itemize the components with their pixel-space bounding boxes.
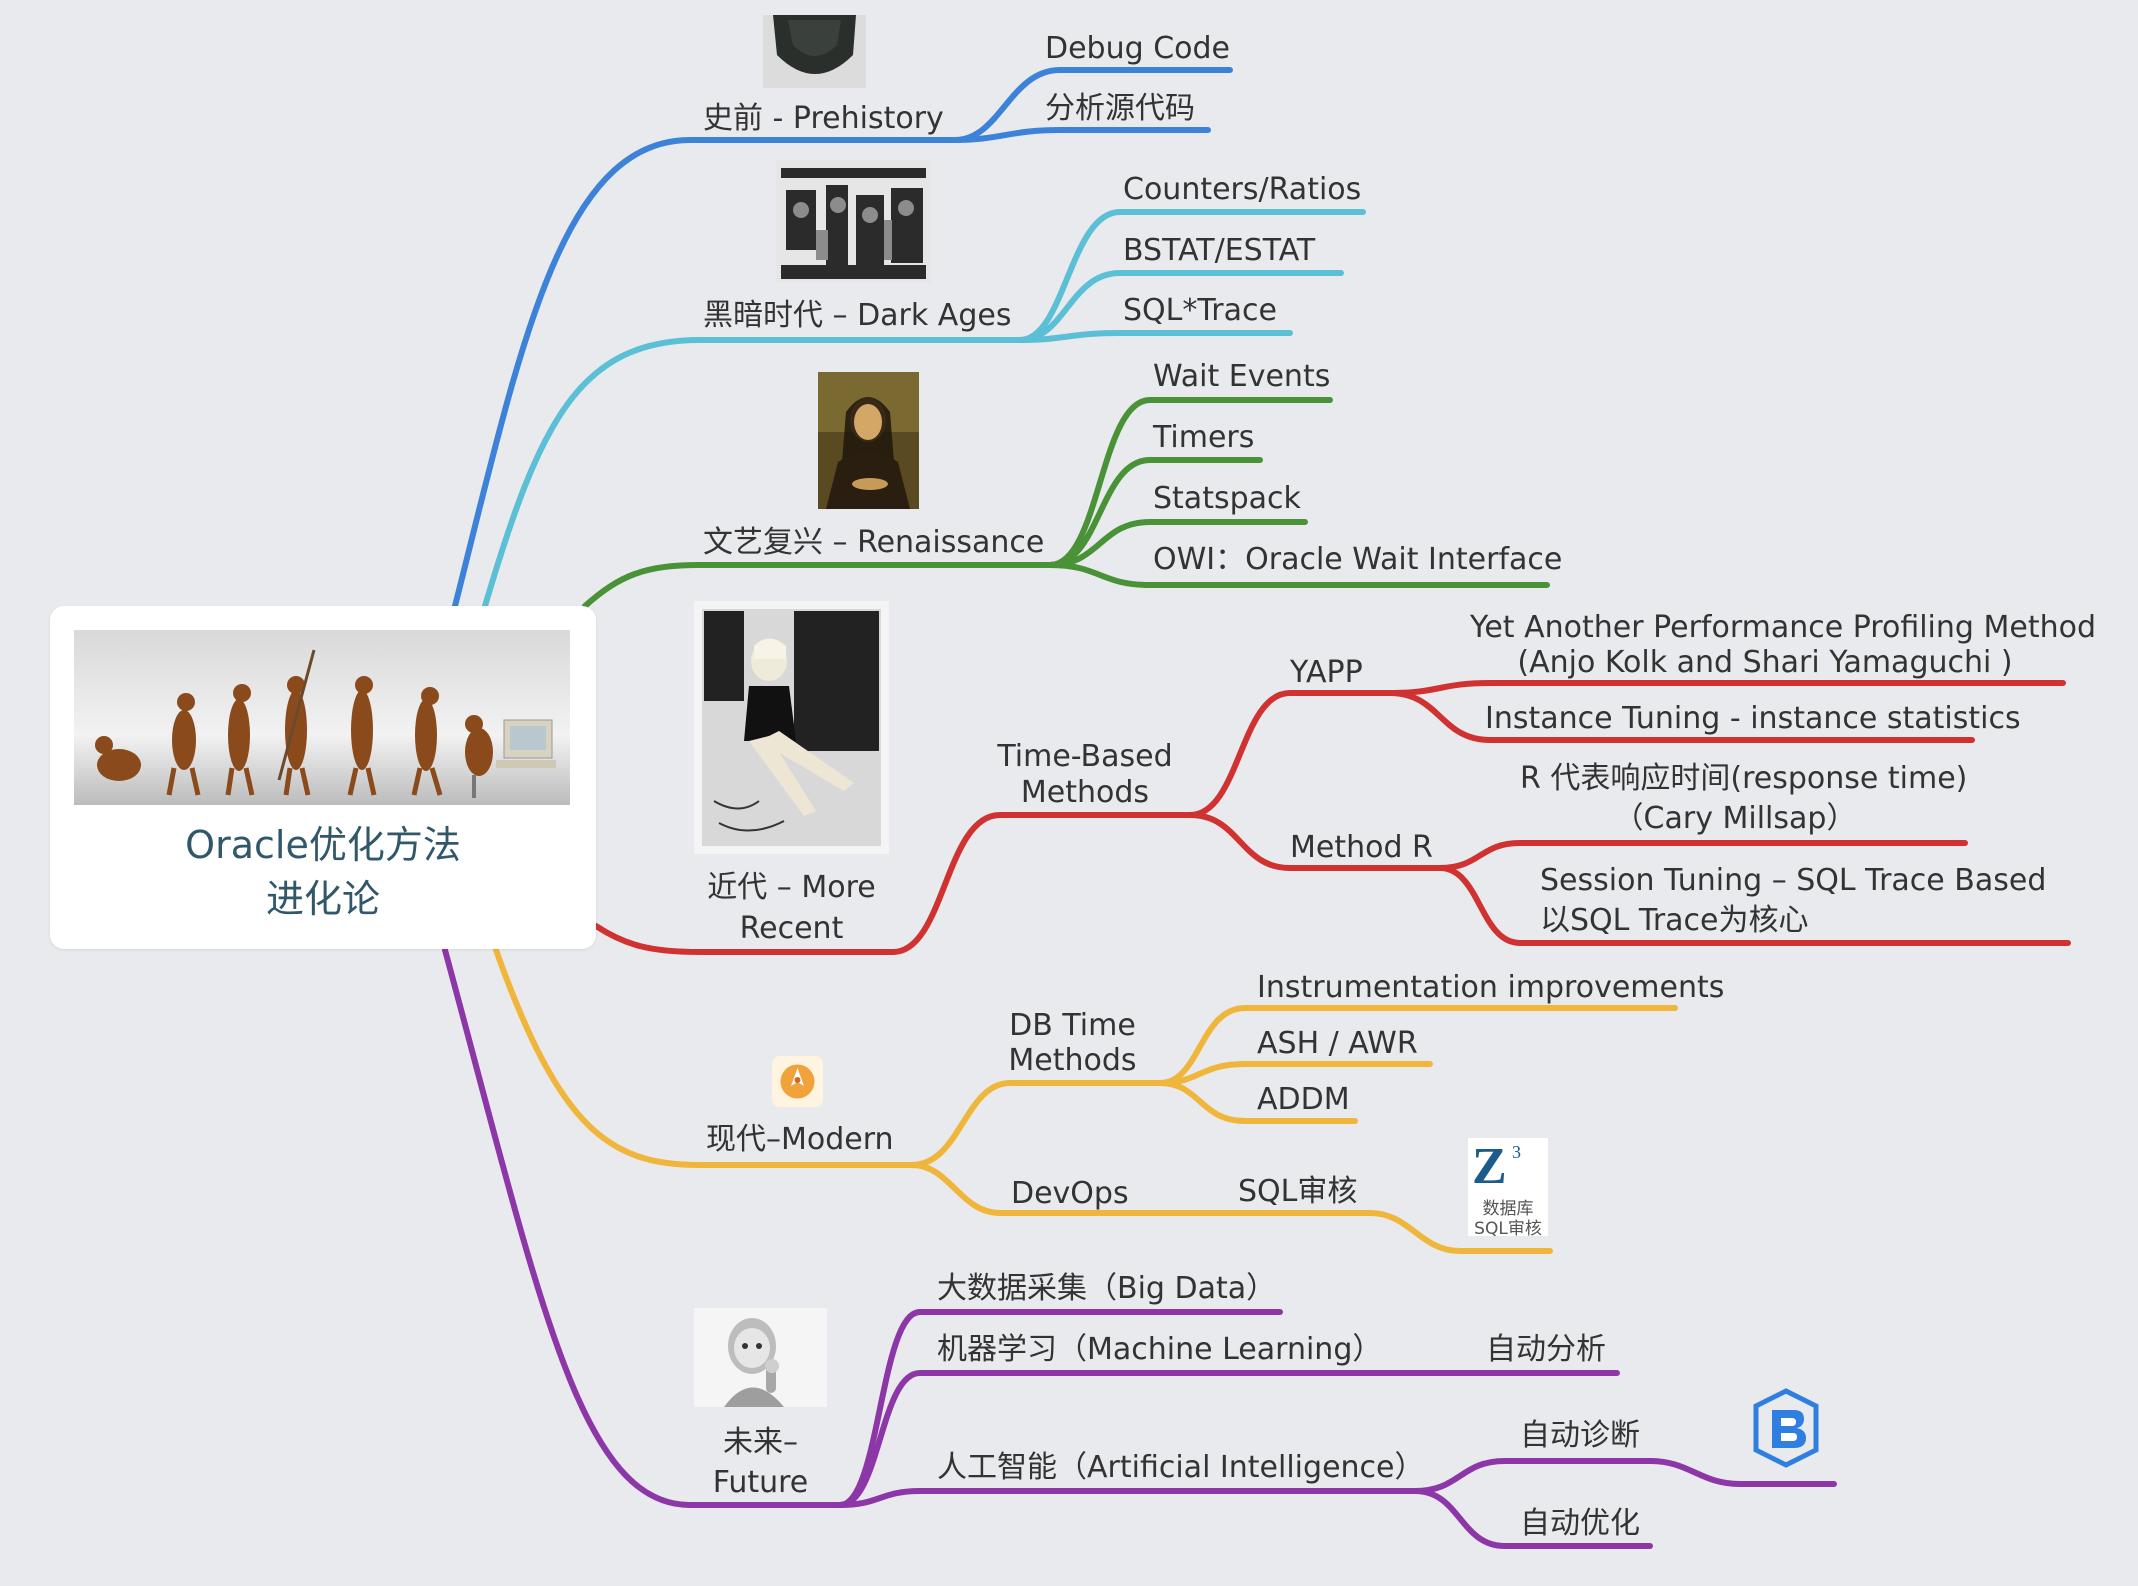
leaf-instrumentation[interactable]: Instrumentation improvements <box>1257 970 1725 1005</box>
robot-thinking-photo <box>694 1308 827 1407</box>
leaf-ash-awr[interactable]: ASH / AWR <box>1257 1026 1418 1061</box>
z3-logo-text2: SQL审核 <box>1474 1219 1542 1236</box>
node-method-r[interactable]: Method R <box>1290 830 1433 865</box>
connector-future <box>442 947 843 1508</box>
node-machine-learning[interactable]: 机器学习（Machine Learning） <box>937 1332 1383 1367</box>
leaf-big-data[interactable]: 大数据采集（Big Data） <box>937 1271 1277 1306</box>
connector-auto-tuning <box>1412 1488 1653 1549</box>
z3-logo-superscript: 3 <box>1512 1142 1521 1162</box>
evolution-of-man-illustration <box>74 630 570 805</box>
connector-renaissance <box>582 562 1053 609</box>
root-title: Oracle优化方法 进化论 <box>50 818 596 926</box>
node-time-based-line1[interactable]: Time-Based <box>997 739 1173 774</box>
leaf-session-tuning-line1[interactable]: Session Tuning – SQL Trace Based <box>1540 863 2047 898</box>
z3-logo-mark: Z <box>1472 1138 1507 1195</box>
medieval-engraving <box>776 160 931 283</box>
stone-artifact-photo <box>763 15 866 88</box>
branch-prehistory-label[interactable]: 史前 - Prehistory <box>703 101 944 136</box>
leaf-statspack[interactable]: Statspack <box>1153 481 1301 516</box>
connector-method-r <box>1187 812 1443 871</box>
vintage-photo-woman <box>694 601 889 854</box>
leaf-yapp-profiling-line2[interactable]: (Anjo Kolk and Shari Yamaguchi ) <box>1517 645 2013 680</box>
connector-devops <box>909 1162 1373 1216</box>
leaf-timers[interactable]: Timers <box>1153 420 1255 455</box>
branch-dark-ages-label[interactable]: 黑暗时代 – Dark Ages <box>703 298 1012 333</box>
connector-ai <box>837 1488 1418 1508</box>
connector-owi <box>1047 562 1550 588</box>
node-db-time-line1[interactable]: DB Time <box>1009 1008 1136 1043</box>
node-devops[interactable]: DevOps <box>1011 1176 1129 1211</box>
leaf-wait-events[interactable]: Wait Events <box>1153 359 1331 394</box>
leaf-debug-code[interactable]: Debug Code <box>1045 31 1230 66</box>
orange-rocket-icon <box>772 1056 823 1107</box>
connector-response-time <box>1437 840 1968 871</box>
leaf-owi[interactable]: OWI：Oracle Wait Interface <box>1153 542 1563 577</box>
leaf-response-time-line2[interactable]: （Cary Millsap） <box>1613 801 1857 836</box>
connector-modern <box>493 947 915 1168</box>
connector-sql-audit <box>1367 1210 1553 1254</box>
branch-modern-label[interactable]: 现代–Modern <box>706 1122 894 1157</box>
leaf-sql-audit[interactable]: SQL审核 <box>1238 1174 1358 1209</box>
leaf-yapp-profiling-line1[interactable]: Yet Another Performance Profiling Method <box>1470 610 2097 645</box>
node-yapp[interactable]: YAPP <box>1290 655 1363 690</box>
connector-auto-diagnosis <box>1412 1458 1653 1494</box>
leaf-auto-analysis[interactable]: 自动分析 <box>1486 1332 1606 1367</box>
leaf-instance-tuning[interactable]: Instance Tuning - instance statistics <box>1485 701 2021 736</box>
connector-time-based <box>890 812 1193 955</box>
branch-recent-label-line2[interactable]: Recent <box>739 911 844 946</box>
blue-b-shield-logo <box>1753 1388 1819 1468</box>
z3-sql-audit-logo: Z 3 数据库 SQL审核 <box>1468 1138 1548 1236</box>
mona-lisa-painting <box>818 372 919 509</box>
connector-instance-tuning <box>1387 690 1975 743</box>
branch-renaissance-label[interactable]: 文艺复兴 – Renaissance <box>703 525 1045 560</box>
leaf-sql-trace[interactable]: SQL*Trace <box>1123 293 1277 328</box>
connector-session-tuning <box>1437 865 2071 946</box>
z3-logo-text1: 数据库 <box>1482 1199 1534 1219</box>
connector-ml <box>837 1370 1620 1508</box>
leaf-auto-diagnosis[interactable]: 自动诊断 <box>1520 1418 1640 1453</box>
leaf-auto-tuning[interactable]: 自动优化 <box>1520 1506 1640 1541</box>
leaf-addm[interactable]: ADDM <box>1257 1082 1350 1117</box>
root-title-line1: Oracle优化方法 <box>185 823 461 867</box>
connector-source-analysis <box>952 127 1211 143</box>
node-artificial-intelligence[interactable]: 人工智能（Artificial Intelligence） <box>937 1450 1425 1485</box>
connector-db-time <box>909 1080 1163 1168</box>
node-time-based-line2[interactable]: Methods <box>1020 775 1150 810</box>
connector-recent <box>593 923 896 955</box>
node-db-time-line2[interactable]: Methods <box>1008 1043 1137 1078</box>
leaf-counters-ratios[interactable]: Counters/Ratios <box>1123 172 1362 207</box>
connector-yapp <box>1187 690 1393 818</box>
root-title-line2: 进化论 <box>265 877 380 921</box>
leaf-bstat-estat[interactable]: BSTAT/ESTAT <box>1123 233 1316 268</box>
leaf-response-time-line1[interactable]: R 代表响应时间(response time) <box>1520 761 1968 796</box>
connector-dark-ages <box>482 337 1023 609</box>
connector-yapp-profiling <box>1387 680 2066 696</box>
branch-recent-label-line1[interactable]: 近代 – More <box>707 870 876 905</box>
connector-prehistory <box>452 137 958 609</box>
branch-future-label-line2[interactable]: Future <box>712 1465 809 1500</box>
connector-sqltrace <box>1017 330 1293 343</box>
connector-addm <box>1157 1080 1358 1124</box>
leaf-session-tuning-line2[interactable]: 以SQL Trace为核心 <box>1540 903 1809 938</box>
branch-future-label-line1[interactable]: 未来– <box>723 1425 798 1460</box>
leaf-source-analysis[interactable]: 分析源代码 <box>1045 91 1195 126</box>
connector-auto-logo <box>1647 1458 1837 1487</box>
